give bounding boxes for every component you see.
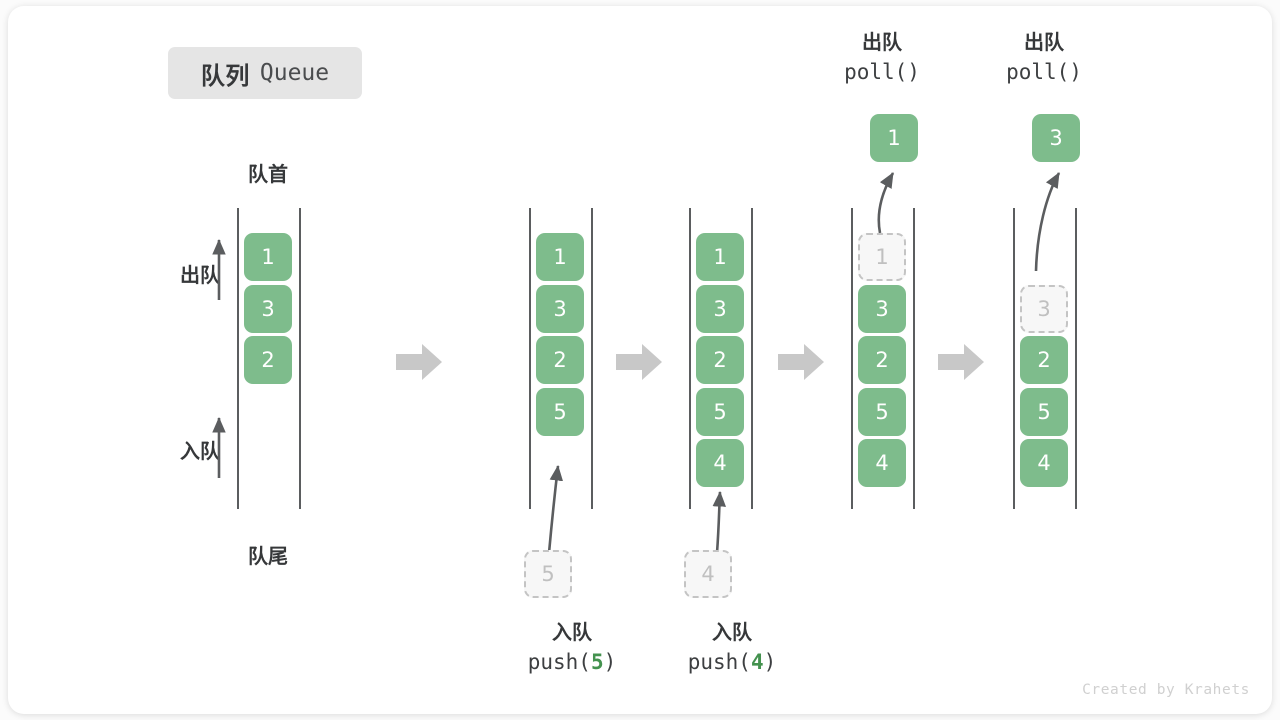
queue-cell: 2 <box>1020 336 1068 385</box>
push-4-arrow <box>712 490 727 554</box>
caption-code: push(4) <box>687 649 777 674</box>
popped-cell: 3 <box>1032 114 1080 162</box>
queue-cell: 3 <box>858 284 906 333</box>
queue-cell: 2 <box>244 336 292 385</box>
popped-cell: 1 <box>870 114 918 162</box>
title-badge: 队列 Queue <box>168 47 362 99</box>
queue-cell-ghost: 1 <box>858 233 906 281</box>
column-rail <box>591 208 593 509</box>
queue-cell: 5 <box>536 387 584 436</box>
queue-cell: 5 <box>858 387 906 436</box>
queue-cell-ghost: 3 <box>1020 284 1068 333</box>
incoming-cell-ghost: 4 <box>684 550 732 598</box>
enqueue-side-label: 入队 <box>180 441 220 463</box>
title-cn: 队列 <box>200 62 250 90</box>
column-rail <box>751 208 753 509</box>
caption-cn: 入队 <box>552 622 592 644</box>
column-rail <box>913 208 915 509</box>
column-rail <box>1075 208 1077 509</box>
incoming-cell-ghost: 5 <box>524 550 572 598</box>
queue-cell: 5 <box>1020 387 1068 436</box>
column-rail <box>529 208 531 509</box>
watermark: Created by Krahets <box>1082 682 1250 698</box>
queue-tail-label: 队尾 <box>248 546 288 568</box>
queue-cell: 2 <box>858 336 906 385</box>
poll-1-arrow <box>877 172 895 234</box>
push-caption: 入队 push(5) <box>472 620 672 677</box>
title-en: Queue <box>259 60 330 86</box>
queue-cell: 4 <box>1020 439 1068 488</box>
poll-caption: 出队 poll() <box>944 30 1144 87</box>
queue-cell: 3 <box>536 284 584 333</box>
caption-code-value: 5 <box>590 649 604 674</box>
column-rail <box>299 208 301 509</box>
queue-cell: 3 <box>244 284 292 333</box>
step-arrow-icon <box>938 342 984 382</box>
queue-cell: 1 <box>536 233 584 281</box>
queue-cell: 4 <box>858 439 906 488</box>
push-caption: 入队 push(4) <box>632 620 832 677</box>
column-rail <box>1013 208 1015 509</box>
queue-head-label: 队首 <box>248 164 288 186</box>
step-arrow-icon <box>396 342 442 382</box>
step-arrow-icon <box>778 342 824 382</box>
queue-cell: 2 <box>536 336 584 385</box>
dequeue-side-label: 出队 <box>180 265 220 287</box>
queue-cell: 4 <box>696 439 744 488</box>
poll-caption: 出队 poll() <box>782 30 982 87</box>
queue-cell: 5 <box>696 387 744 436</box>
column-rail <box>237 208 239 509</box>
column-rail <box>689 208 691 509</box>
poll-3-arrow <box>1034 172 1061 272</box>
queue-cell: 3 <box>696 284 744 333</box>
caption-cn: 出队 <box>862 32 902 54</box>
queue-cell: 1 <box>244 233 292 281</box>
caption-code: push(5) <box>527 649 617 674</box>
caption-code: poll() <box>844 59 920 84</box>
column-rail <box>851 208 853 509</box>
queue-cell: 1 <box>696 233 744 281</box>
caption-code: poll() <box>1006 59 1082 84</box>
step-arrow-icon <box>616 342 662 382</box>
caption-cn: 出队 <box>1024 32 1064 54</box>
caption-cn: 入队 <box>712 622 752 644</box>
caption-code-value: 4 <box>750 649 764 674</box>
push-5-arrow <box>547 464 564 554</box>
queue-cell: 2 <box>696 336 744 385</box>
